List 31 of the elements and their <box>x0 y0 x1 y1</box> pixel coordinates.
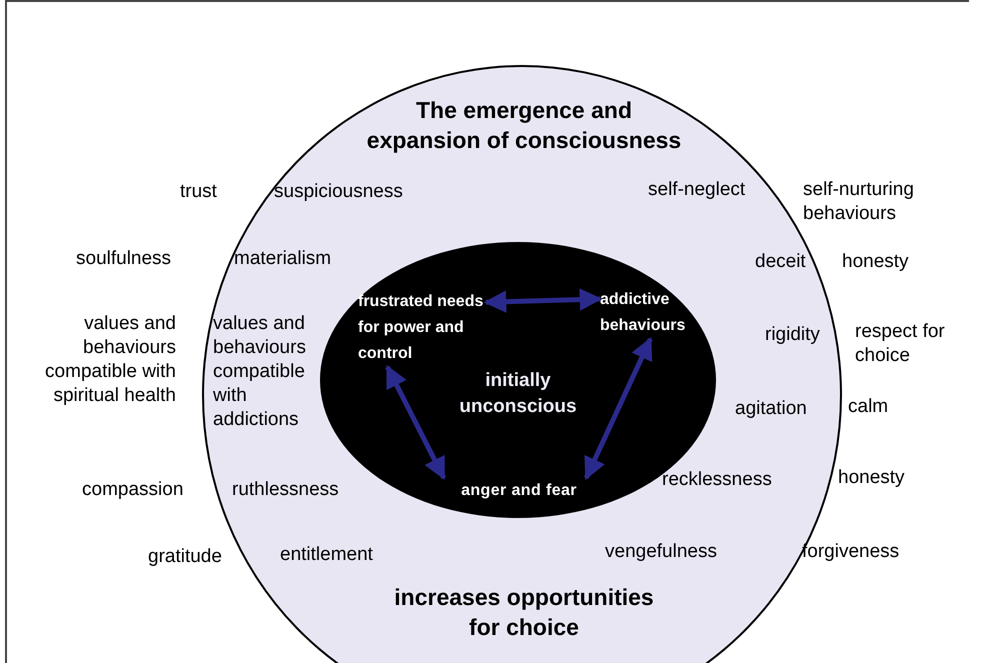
trait-label: gratitude <box>148 545 223 569</box>
trait-label: values and behaviours compatible with addictions <box>213 312 307 432</box>
trait-label: entitlement <box>280 543 374 567</box>
trait-label: soulfulness <box>76 247 172 271</box>
trait-label: self-neglect <box>648 178 746 202</box>
diagram-heading: The emergence and expansion of consciousness <box>366 96 682 155</box>
trait-label: values and behaviours compatible with spiritual health <box>44 312 176 408</box>
trait-label: trust <box>180 180 218 204</box>
trait-label: ruthlessness <box>232 478 340 502</box>
trait-label: self-nurturing behaviours <box>803 178 915 226</box>
diagram-heading: increases opportunities for choice <box>393 583 655 642</box>
trait-label: honesty <box>842 250 910 274</box>
double-arrow <box>484 288 602 313</box>
trait-label: agitation <box>735 397 808 421</box>
trait-label: honesty <box>838 466 906 490</box>
trait-label: forgiveness <box>802 540 900 564</box>
cycle-text: addictive behaviours <box>600 287 712 339</box>
trait-label: vengefulness <box>605 540 718 564</box>
trait-label: rigidity <box>765 323 821 347</box>
double-arrow <box>584 336 653 480</box>
trait-label: respect for choice <box>855 320 946 368</box>
cycle-text: anger and fear <box>439 478 599 504</box>
double-arrow <box>385 365 446 480</box>
trait-label: calm <box>848 395 890 419</box>
trait-label: recklessness <box>662 468 773 492</box>
trait-label: compassion <box>82 478 184 502</box>
trait-label: suspiciousness <box>274 180 404 204</box>
trait-label: materialism <box>234 247 332 271</box>
cycle-text: frustrated needs for power and control <box>358 289 486 367</box>
center-text: initially unconscious <box>458 369 578 419</box>
trait-label: deceit <box>755 250 807 274</box>
